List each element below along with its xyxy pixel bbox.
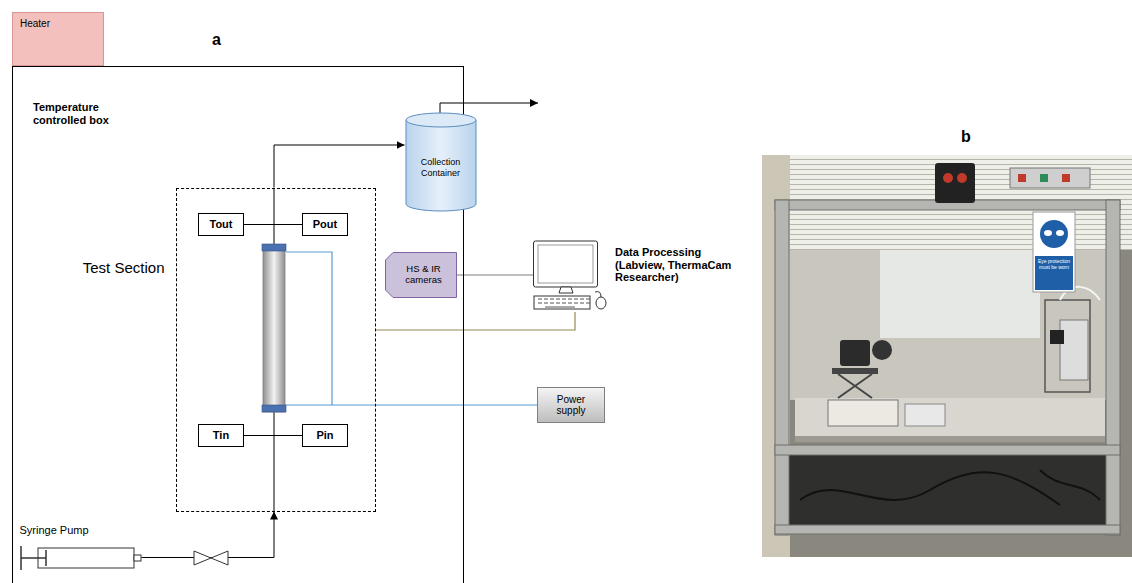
monitor-stand	[559, 287, 573, 293]
back-wall	[790, 250, 1108, 400]
outlet-line	[274, 189, 275, 245]
keyboard	[534, 296, 590, 309]
connector	[274, 145, 405, 188]
node-text: Test Section	[83, 259, 165, 276]
valve-symbol	[194, 551, 228, 565]
node-text: Power supply	[543, 394, 599, 417]
control-box	[935, 163, 975, 203]
stage-base	[828, 400, 898, 426]
mouse	[596, 297, 606, 309]
camera-shape	[385, 252, 456, 297]
sensor-box: Tout	[198, 213, 244, 236]
node-text: Heater	[20, 18, 50, 30]
window-light	[880, 250, 1040, 338]
plunger-rod	[21, 557, 46, 559]
panel-letter: a	[212, 31, 221, 49]
sensor-box: Pout	[302, 213, 348, 236]
sensor-box: Pin	[302, 424, 348, 447]
keyboard-keys	[538, 299, 590, 307]
connector	[142, 512, 275, 558]
floor	[789, 455, 1108, 525]
heater-box: Heater	[12, 12, 104, 66]
power-wire	[286, 404, 376, 405]
camera-body	[840, 340, 870, 366]
node-text: HS & IR cameras	[398, 264, 450, 286]
syringe-pump-outline	[18, 545, 142, 571]
bench-top	[795, 398, 1105, 438]
plunger-head	[45, 550, 47, 566]
sign-text: Eye protection must be worn	[1035, 258, 1073, 270]
cable	[1040, 470, 1100, 500]
node-text: Temperature controlled box	[33, 101, 129, 126]
node-text: Tin	[213, 429, 229, 442]
connector	[376, 312, 576, 330]
monitor-frame	[534, 241, 598, 287]
node-text: Collection Container	[410, 157, 472, 178]
test-tube	[263, 245, 285, 412]
goggles-icon	[1044, 230, 1064, 236]
syringe-tip	[134, 555, 141, 561]
node-text: Syringe Pump	[20, 524, 89, 537]
node-text: Data Processing (Labview, ThermaCam Rese…	[615, 246, 743, 284]
monitor-screen	[538, 245, 593, 283]
connector	[244, 224, 302, 225]
computer-icon-outline	[533, 240, 611, 312]
syringe-pump: Syringe Pump	[18, 545, 142, 571]
button	[957, 173, 967, 183]
frame-bar	[775, 525, 1120, 534]
indicator	[1062, 174, 1070, 182]
instrument	[1060, 320, 1088, 380]
frame-post	[775, 200, 789, 535]
computer-icon: Data Processing (Labview, ThermaCam Rese…	[533, 240, 611, 312]
power-wire	[286, 252, 332, 405]
node-text: Tout	[209, 218, 232, 231]
scissor-lift	[838, 374, 872, 398]
enclosure-box: Collection ContainerToutPoutTinPinTest S…	[12, 66, 464, 583]
cable	[800, 472, 1060, 505]
indicator	[1040, 174, 1048, 182]
indicator-panel	[1010, 168, 1090, 188]
sign-band	[1035, 256, 1073, 290]
bench-edge	[795, 436, 1105, 442]
wall	[762, 155, 790, 557]
cylinder-top	[406, 113, 476, 127]
photo-ground	[762, 155, 1132, 557]
lab-photo	[762, 155, 1132, 557]
test-section: ToutPoutTinPinTest Section	[176, 188, 376, 512]
instrument-part	[1050, 330, 1064, 344]
inlet-line	[274, 412, 275, 511]
safety-sign	[1033, 212, 1075, 292]
connector	[376, 404, 538, 405]
mouse-cord	[595, 292, 601, 297]
window-blinds	[762, 155, 1132, 250]
button	[943, 173, 953, 183]
node-text: Pout	[313, 218, 337, 231]
cylinder-body	[406, 120, 476, 211]
instrument-frame	[1045, 300, 1090, 392]
camera-lens	[872, 340, 892, 360]
indicator	[1018, 174, 1026, 182]
lift-platform	[832, 368, 878, 374]
panel-letter: b	[961, 128, 971, 146]
frame-bar	[775, 445, 1120, 455]
sign-circle	[1040, 220, 1068, 248]
device	[905, 404, 945, 426]
node-text: Pin	[316, 429, 333, 442]
connector	[244, 435, 302, 436]
collection-container: Collection Container	[405, 112, 477, 212]
syringe-barrel	[38, 548, 134, 568]
sensor-box: Tin	[198, 424, 244, 447]
tube-cap	[262, 405, 286, 412]
power-supply-box: Power supply	[537, 387, 605, 423]
camera-box: HS & IR cameras	[385, 252, 457, 298]
connector	[457, 274, 534, 275]
frame-post	[1106, 200, 1120, 535]
tube-cap	[262, 244, 286, 251]
